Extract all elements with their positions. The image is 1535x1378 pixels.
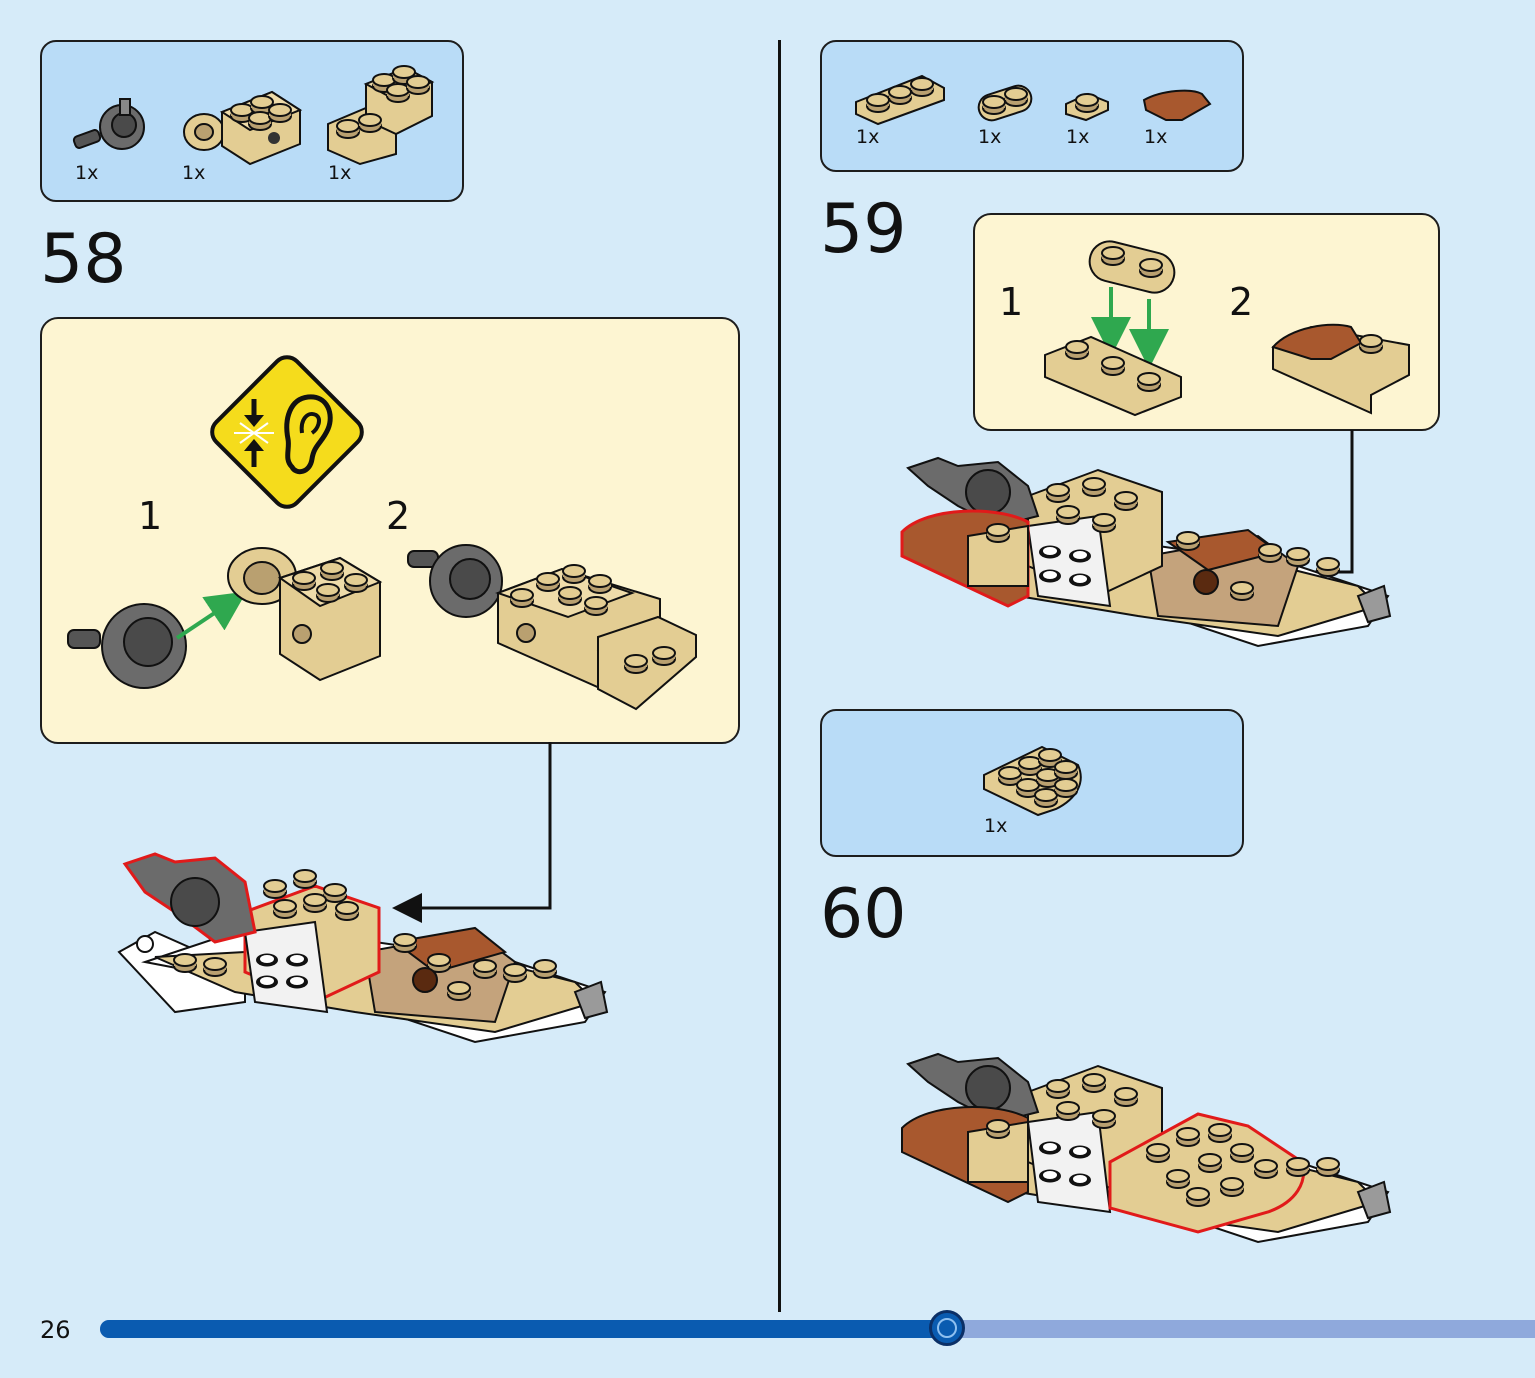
sub-step-number: 1 [999,280,1024,324]
step-number: 60 [820,875,907,954]
sub-step-number: 2 [1229,280,1254,324]
click-sound-warning-icon [210,355,364,509]
sub-assembly-panel-step-58: 1 2 [40,317,740,744]
progress-knob [929,1310,965,1346]
part-qty: 1x [978,126,1002,148]
plate-1x1-part-icon [1065,92,1109,122]
model-step-58-illustration [117,852,609,1044]
step-number: 59 [820,190,907,269]
model-step-59-illustration [900,456,1392,648]
sub-step-1-illustration [1044,240,1182,417]
parts-list-step-59: 1x 1x 1x 1x [820,40,1244,172]
part-qty: 1x [328,162,352,184]
slope-curved-part-icon [1142,89,1212,121]
part-qty: 1x [1144,126,1168,148]
part-qty: 1x [984,815,1008,837]
parts-list-step-58: 1x 1x 1x [40,40,464,202]
plate-1x2-rounded-part-icon [977,84,1033,122]
plate-round-corner-part-icon [983,745,1082,817]
part-qty: 1x [75,162,99,184]
callout-arrow [392,742,552,923]
part-qty: 1x [182,162,206,184]
sub-step-2-illustration [407,544,697,711]
part-qty: 1x [856,126,880,148]
axle-connector-part-icon [72,98,145,150]
parts-list-step-60: 1x [820,709,1244,857]
page-number: 26 [40,1316,71,1344]
progress-fill [100,1320,947,1338]
sub-step-number: 1 [138,494,163,538]
step-number: 58 [40,220,127,299]
column-divider [778,40,781,1312]
part-qty: 1x [1066,126,1090,148]
plate-1x3-part-icon [855,74,945,126]
pin-hole-brick-part-icon [183,90,303,166]
bracket-part-icon [327,65,435,166]
sub-step-1-illustration [67,547,383,689]
sub-assembly-panel-step-59: 1 2 [973,213,1440,431]
model-step-60-illustration [901,1052,1392,1244]
sub-step-2-illustration [1271,323,1410,415]
sub-step-number: 2 [386,494,411,538]
